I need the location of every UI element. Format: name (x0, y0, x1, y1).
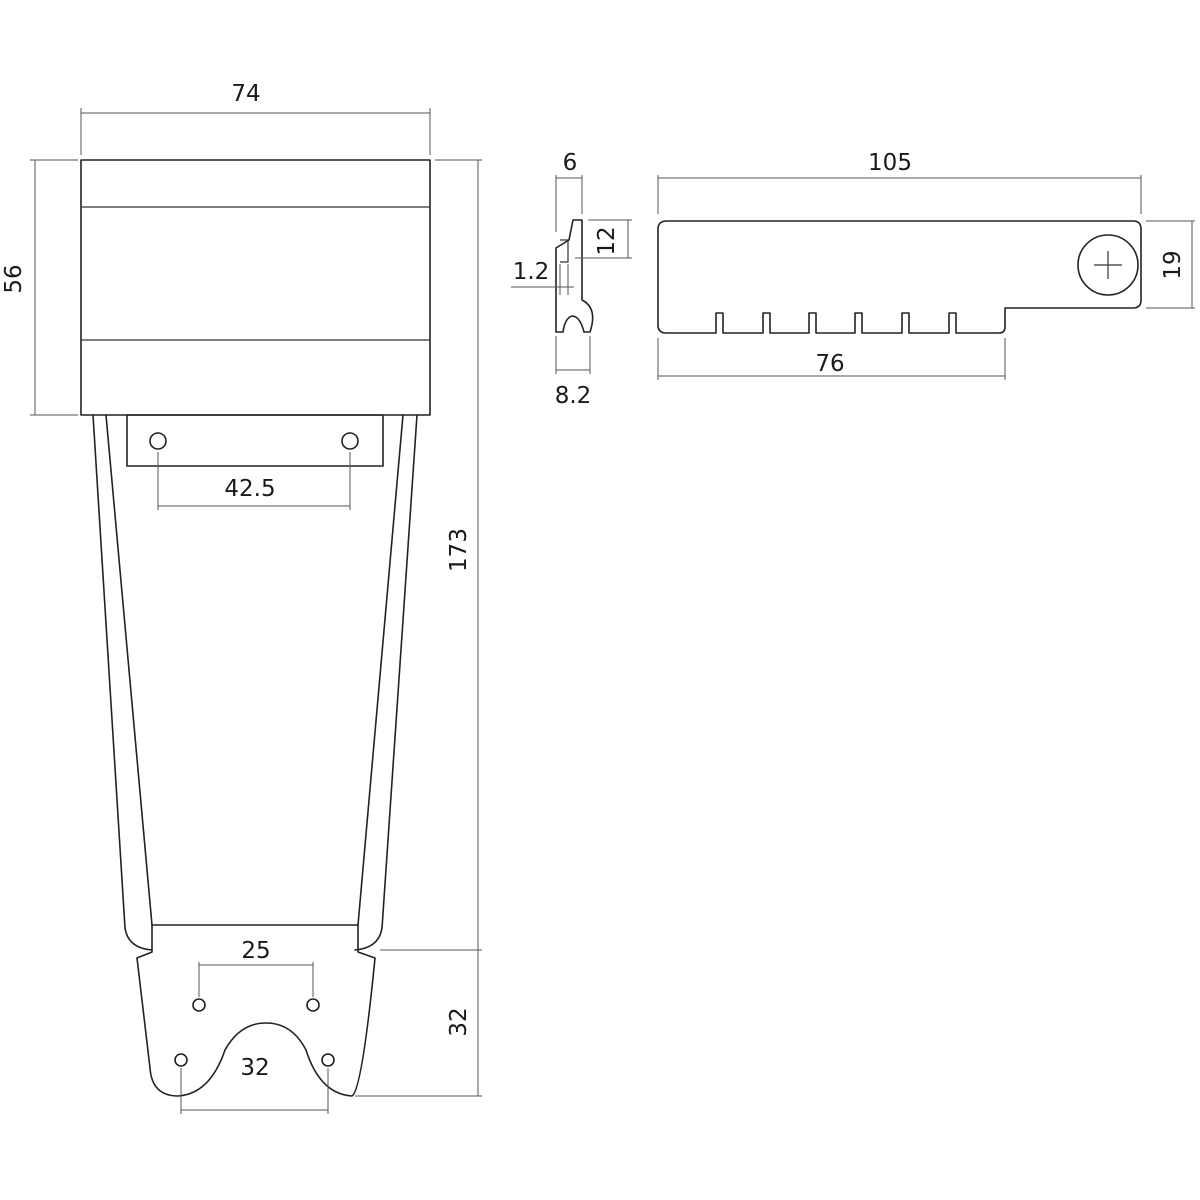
dim-overall-length: 173 (446, 528, 472, 572)
bar-outline (657, 220, 1142, 334)
tail-hole-inner-left (192, 998, 206, 1012)
dim-side-thickness: 6 (563, 150, 578, 176)
bar-top-view: 105 19 76 (657, 150, 1195, 380)
dim-front-height: 56 (1, 264, 27, 293)
arm-right (354, 414, 418, 951)
dim-tail-height: 32 (446, 1007, 472, 1036)
dim-tail-outer-holes: 32 (240, 1055, 269, 1081)
dim-front-width: 74 (231, 81, 260, 107)
side-profile-outline (555, 219, 594, 333)
dim-side-depth: 8.2 (555, 383, 592, 409)
dim-bar-length: 105 (868, 150, 912, 176)
side-plate (560, 239, 569, 263)
mount-hole-left (149, 432, 167, 450)
side-profile-view: 6 12 1.2 8.2 (511, 150, 632, 409)
dim-tail-inner-holes: 25 (241, 938, 270, 964)
mounting-plate (126, 414, 384, 467)
tail-end (136, 924, 376, 1097)
dim-slot-span: 76 (815, 351, 844, 377)
front-view (80, 159, 431, 1097)
tail-hole-outer-right (321, 1053, 335, 1067)
front-dimensions: 74 56 173 42.5 25 32 32 (1, 81, 482, 1114)
dim-side-lip: 12 (594, 226, 620, 255)
head-block (80, 159, 431, 416)
dim-bar-height: 19 (1160, 250, 1186, 279)
arm-left (92, 414, 153, 951)
dim-side-plate: 1.2 (513, 259, 550, 285)
tail-hole-inner-right (306, 998, 320, 1012)
dim-mount-hole-spacing: 42.5 (224, 476, 275, 502)
mount-hole-right (341, 432, 359, 450)
phillips-screw-icon (1077, 234, 1139, 296)
tail-hole-outer-left (174, 1053, 188, 1067)
